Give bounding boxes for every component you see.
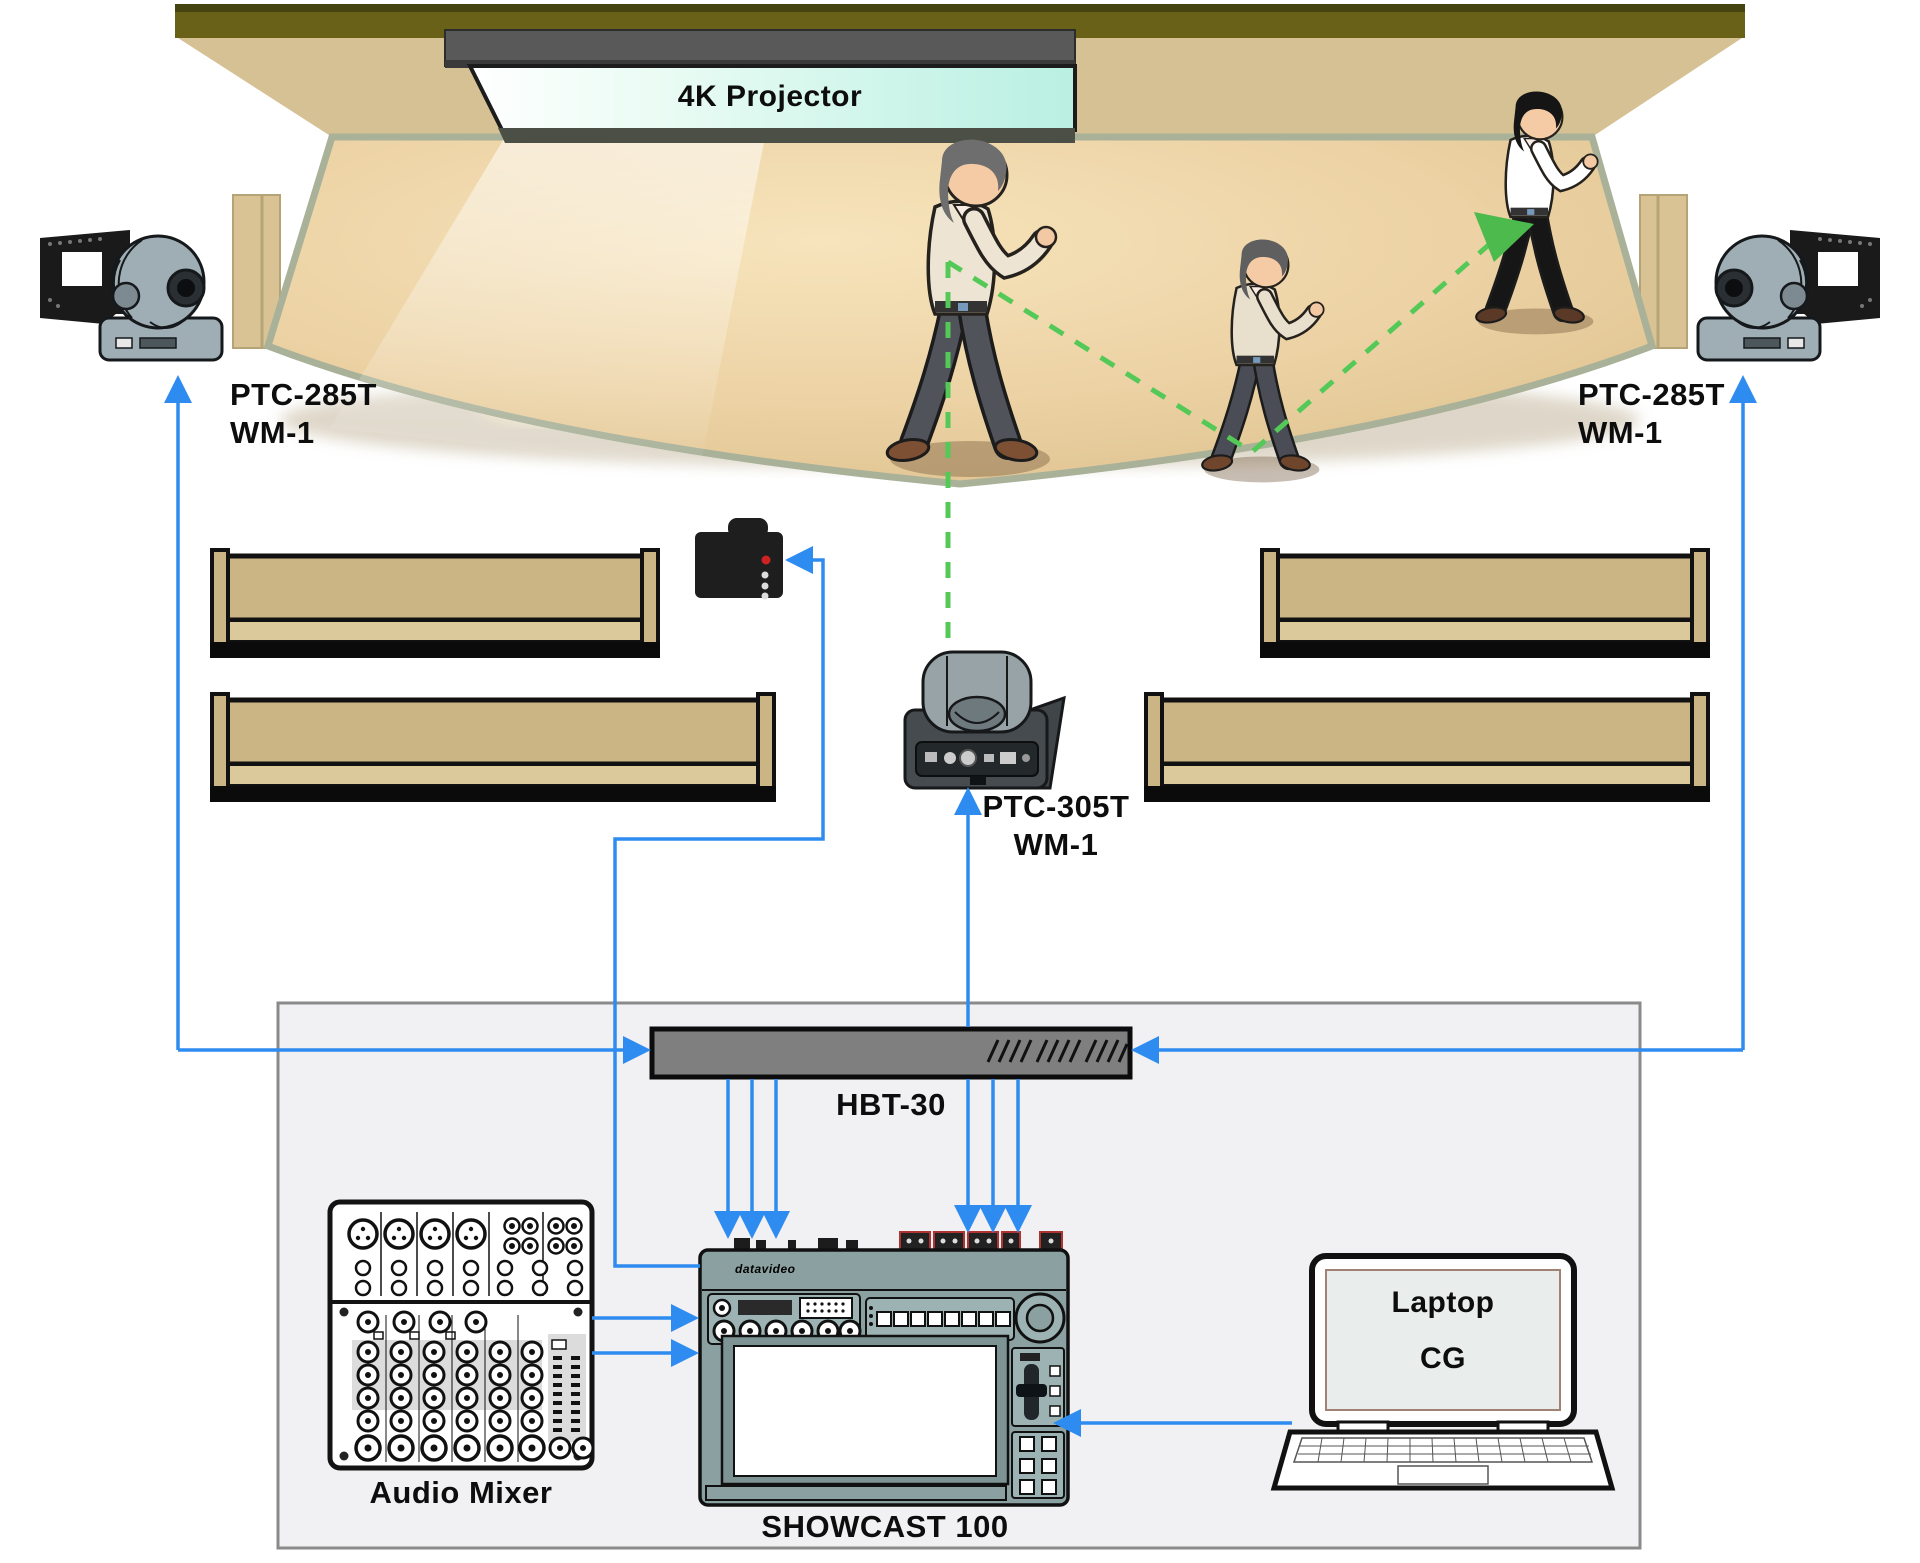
mixer-label: Audio Mixer <box>369 1475 553 1510</box>
camera-left-mount: WM-1 <box>230 415 315 450</box>
receiver-label: HBT-30 <box>836 1087 946 1122</box>
tracking-path <box>945 212 1534 650</box>
audience-benches <box>210 548 1710 802</box>
ptz-camera-center <box>903 650 1066 790</box>
projector-device <box>695 518 783 600</box>
camera-center-model: PTC-305T <box>982 789 1130 824</box>
switcher-label: SHOWCAST 100 <box>761 1509 1009 1544</box>
ptz-camera-left <box>38 228 224 362</box>
camera-left-label: PTC-285T WM-1 <box>230 376 377 452</box>
cable-switcher-to-projector <box>613 546 825 1268</box>
camera-center-mount: WM-1 <box>1013 827 1099 862</box>
bench-right-2 <box>1144 692 1710 802</box>
projector-beam <box>330 137 765 468</box>
laptop-label-line1: Laptop <box>1391 1286 1495 1319</box>
camera-center-label: PTC-305T WM-1 <box>950 788 1162 864</box>
laptop-label-line2: CG <box>1420 1342 1466 1375</box>
showcast-100-switcher <box>698 1231 1070 1507</box>
camera-right-label: PTC-285T WM-1 <box>1578 376 1725 452</box>
camera-lens <box>947 695 1007 733</box>
ptz-camera-right <box>1696 228 1882 362</box>
signal-cables <box>164 375 1757 1437</box>
switcher-brand-logo: datavideo <box>735 1262 796 1276</box>
projector-power-led <box>761 555 771 565</box>
laptop-screen <box>1325 1269 1561 1411</box>
switcher-screen <box>733 1345 997 1477</box>
laptop-keyboard <box>1292 1437 1594 1463</box>
bench-left-2 <box>210 692 776 802</box>
camera-left-model: PTC-285T <box>230 377 377 412</box>
camera-right-mount: WM-1 <box>1578 415 1663 450</box>
sd-card-slot <box>738 1300 792 1315</box>
projector-screen-label: 4K Projector <box>677 80 863 113</box>
receiver-vent-slashes <box>986 1039 1129 1063</box>
camera-right-model: PTC-285T <box>1578 377 1725 412</box>
bench-left-1 <box>210 548 660 658</box>
hbt-30-receiver <box>649 1026 1133 1080</box>
audio-mixer <box>327 1199 595 1471</box>
bench-right-1 <box>1260 548 1710 658</box>
projection-screen <box>444 29 1077 143</box>
laptop-touchpad <box>1397 1465 1489 1485</box>
tracking-target-arrow <box>1474 212 1534 262</box>
laptop <box>1270 1253 1616 1491</box>
